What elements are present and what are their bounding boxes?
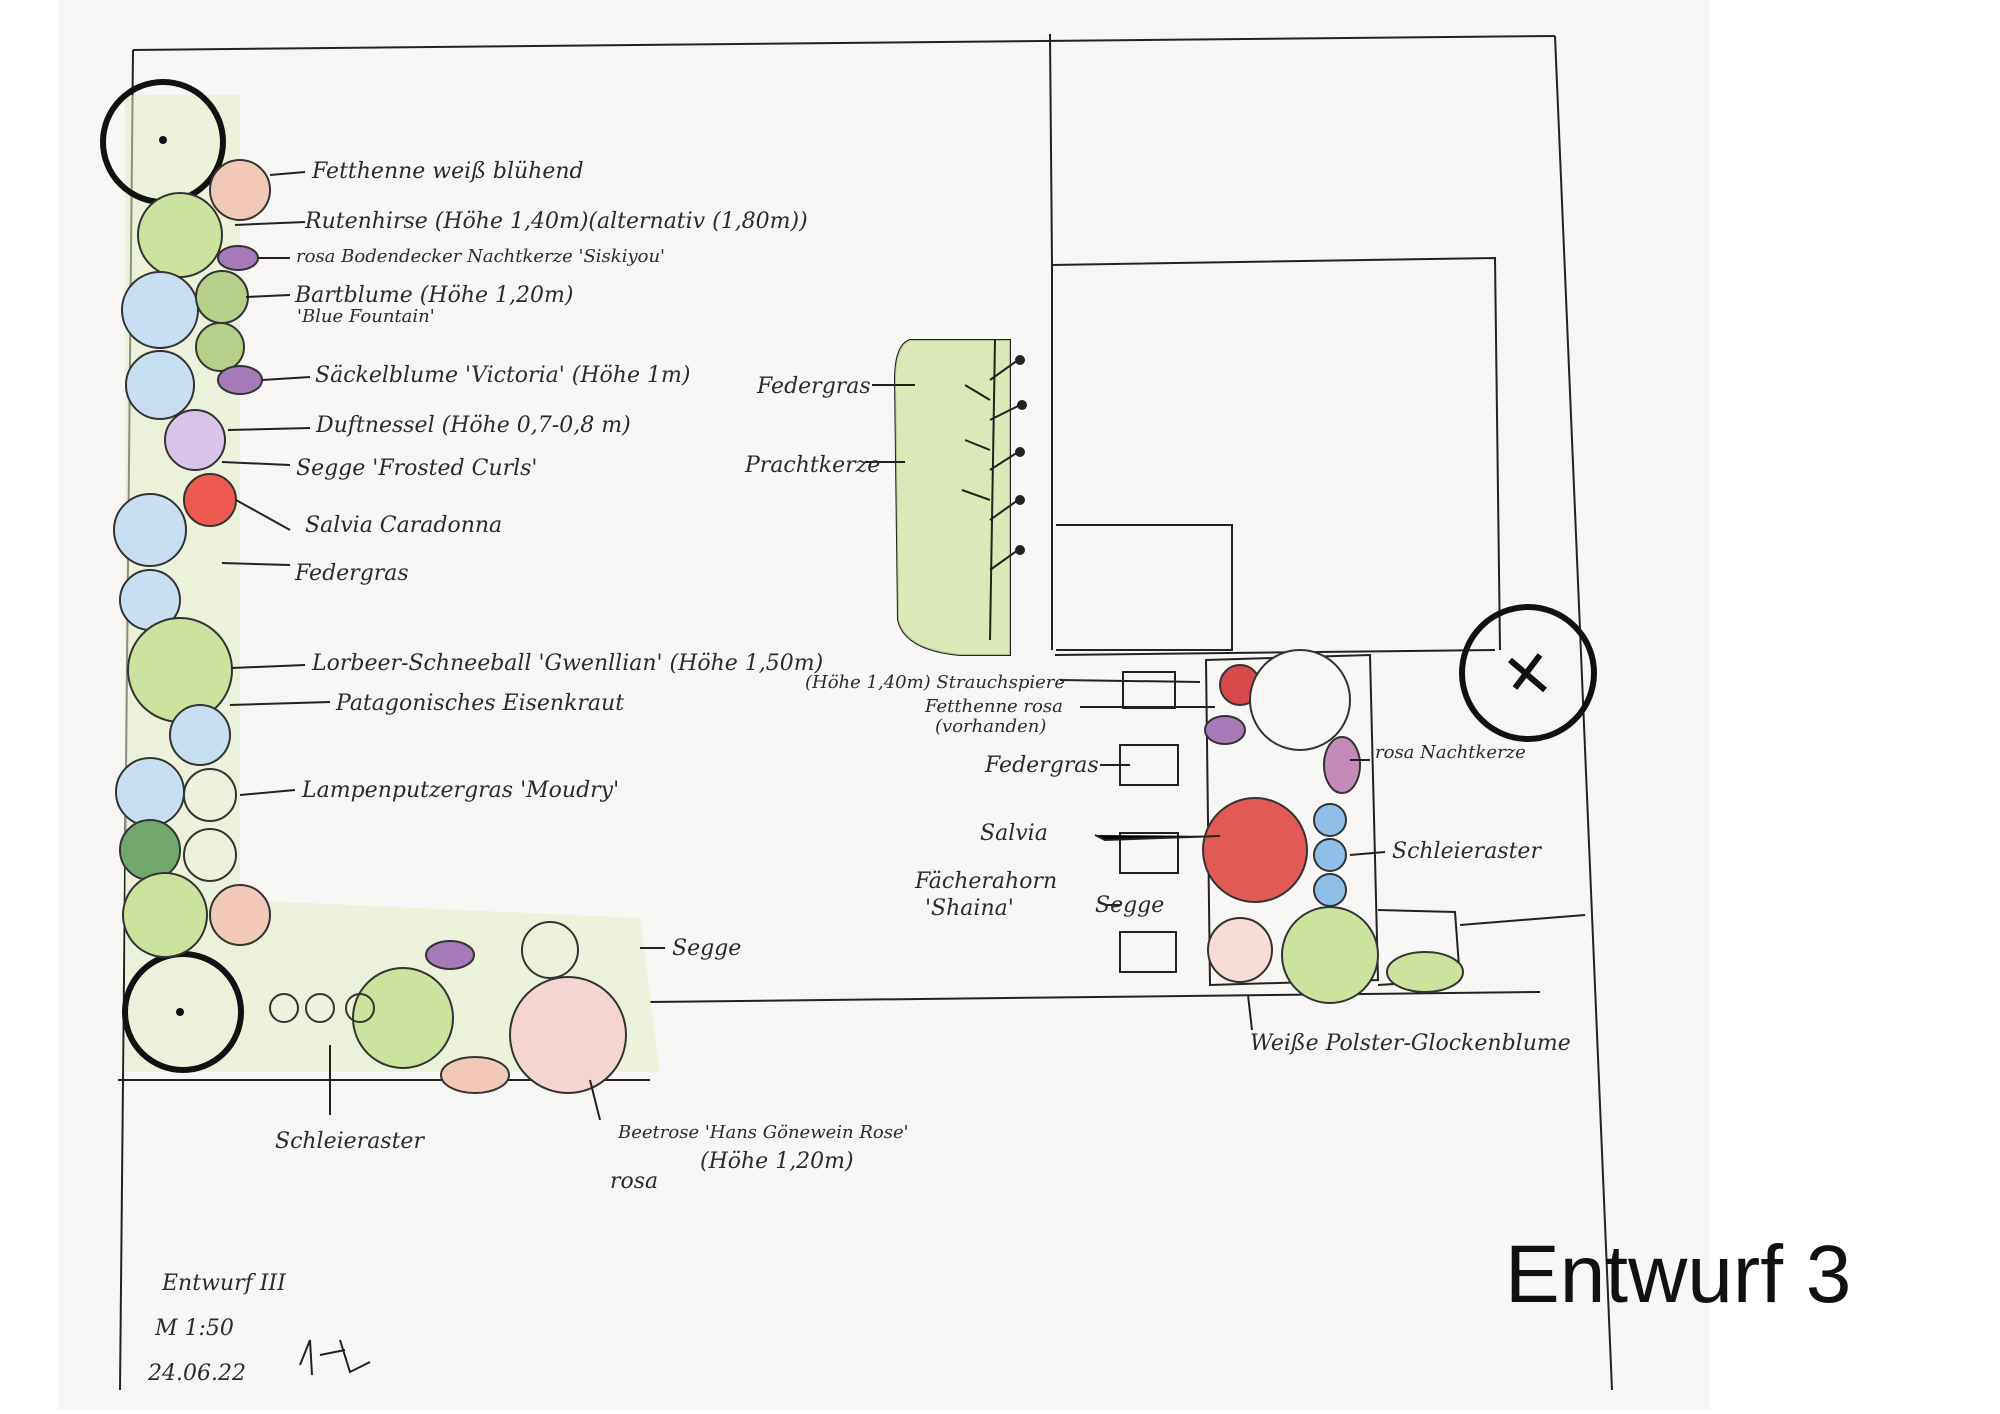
label-segge-right: Segge <box>1095 893 1164 918</box>
label-nachtkerze: rosa Bodendecker Nachtkerze 'Siskiyou' <box>296 246 665 267</box>
schleieraster-plant-3 <box>345 993 375 1023</box>
segge-plant-1 <box>119 819 181 881</box>
label-beetrose-color: rosa <box>610 1169 658 1194</box>
lampenputzer-plant-2 <box>183 828 237 882</box>
label-duftnessel: Duftnessel (Höhe 0,7-0,8 m) <box>315 413 631 438</box>
fetthenne-plant <box>209 159 271 221</box>
label-segge: Segge 'Frosted Curls' <box>296 456 537 481</box>
glockenblume-right-2 <box>1386 951 1464 993</box>
stepping-stone-1 <box>1122 671 1176 709</box>
terrace-step <box>1056 524 1233 651</box>
strauchspiere-plant <box>1249 649 1351 751</box>
label-eisenkraut: Patagonisches Eisenkraut <box>335 691 624 716</box>
saeckelblume-plant-1 <box>195 270 249 324</box>
label-faecherahorn: Fächerahorn <box>914 869 1057 894</box>
label-prachtkerze: Prachtkerze <box>744 453 880 478</box>
leader-lines-left <box>221 171 665 1121</box>
label-federgras-left: Federgras <box>294 561 409 586</box>
bartblume-plant-3 <box>113 493 187 567</box>
label-lorbeer: Lorbeer-Schneeball 'Gwenllian' (Höhe 1,5… <box>311 651 823 676</box>
nachtkerze-right-1 <box>1204 715 1246 745</box>
schleieraster-right-1 <box>1313 803 1347 837</box>
property-line-top <box>132 35 1556 51</box>
rutenhirse-plant-1 <box>137 192 223 278</box>
glockenblume-right-1 <box>1207 917 1273 983</box>
label-schleieraster-right: Schleieraster <box>1392 839 1542 864</box>
nachtkerze-plant-1 <box>217 245 259 271</box>
bartblume-plant-1 <box>121 271 199 349</box>
label-fetthenne: Fetthenne weiß blühend <box>311 159 584 184</box>
label-beetrose: Beetrose 'Hans Gönewein Rose' <box>617 1122 909 1143</box>
paper-sheet <box>58 0 1710 1410</box>
duftnessel-plant <box>164 409 226 471</box>
schleieraster-plant-1 <box>269 993 299 1023</box>
house-outline <box>1049 33 1501 651</box>
signature-scribble <box>299 1339 371 1376</box>
nachtkerze-plant-2 <box>217 365 263 395</box>
label-rutenhirse: Rutenhirse (Höhe 1,40m)(alternativ (1,80… <box>304 209 808 234</box>
page-title: Entwurf 3 <box>1505 1229 1852 1320</box>
label-strauchspiere: (Höhe 1,40m) Strauchspiere <box>805 672 1065 693</box>
rutenhirse-plant-3 <box>352 967 454 1069</box>
leader-lines-right <box>865 384 1386 1031</box>
label-fetthenne-note: (vorhanden) <box>935 716 1046 737</box>
stepping-stone-3 <box>1119 832 1179 874</box>
schleieraster-plant-2 <box>305 993 335 1023</box>
label-salvia-right: Salvia <box>980 821 1048 846</box>
schleieraster-right-3 <box>1313 873 1347 907</box>
path-edge <box>1459 914 1586 926</box>
label-glockenblume: Weiße Polster-Glockenblume <box>1250 1031 1571 1056</box>
rutenhirse-plant-2 <box>122 872 208 958</box>
lorbeer-plant <box>127 617 233 723</box>
signature-line-1: Entwurf III <box>161 1271 287 1296</box>
prachtkerze-stems <box>961 339 1027 641</box>
lampenputzer-plant-1 <box>183 768 237 822</box>
stepping-stone-4 <box>1119 931 1177 973</box>
bartblume-plant-5 <box>115 757 185 827</box>
label-fetthenne-rosa: Fetthenne rosa <box>924 696 1063 717</box>
nachtkerze-right-2 <box>1323 736 1361 794</box>
label-federgras-right: Federgras <box>984 753 1099 778</box>
fetthenne-plant-2 <box>209 884 271 946</box>
saeckelblume-plant-3 <box>521 921 579 979</box>
eisenkraut-plant <box>169 704 231 766</box>
bartblume-plant-2 <box>125 350 195 420</box>
label-beetrose-height: (Höhe 1,20m) <box>700 1149 854 1174</box>
bed-middle-fill <box>895 340 1010 655</box>
tree-right <box>1459 604 1597 742</box>
salvia-plant-1 <box>183 473 237 527</box>
signature-line-2: M 1:50 <box>154 1316 234 1341</box>
beetrose-plant <box>509 976 627 1094</box>
label-segge-bottom: Segge <box>672 936 741 961</box>
label-nachtkerze-right: rosa Nachtkerze <box>1375 742 1526 763</box>
label-federgras-middle: Federgras <box>756 374 871 399</box>
label-lampenputzer: Lampenputzergras 'Moudry' <box>301 778 619 803</box>
label-schleieraster-bottom: Schleieraster <box>275 1129 425 1154</box>
label-saeckelblume: Säckelblume 'Victoria' (Höhe 1m) <box>315 363 690 388</box>
house-wall-bottom <box>1054 649 1496 656</box>
schleieraster-right-2 <box>1313 838 1347 872</box>
fetthenne-plant-3 <box>440 1056 510 1094</box>
signature-line-3: 24.06.22 <box>147 1361 246 1386</box>
label-bartblume-sub: 'Blue Fountain' <box>297 306 435 327</box>
bed-edge-bottom-right <box>649 991 1541 1003</box>
saeckelblume-plant-2 <box>195 322 245 372</box>
rutenhirse-right <box>1281 906 1379 1004</box>
faecherahorn-plant <box>1202 797 1308 903</box>
label-faecherahorn-sub: 'Shaina' <box>925 896 1014 921</box>
label-bartblume: Bartblume (Höhe 1,20m) <box>294 283 573 308</box>
nachtkerze-plant-3 <box>425 940 475 970</box>
label-salvia: Salvia Caradonna <box>305 513 502 538</box>
